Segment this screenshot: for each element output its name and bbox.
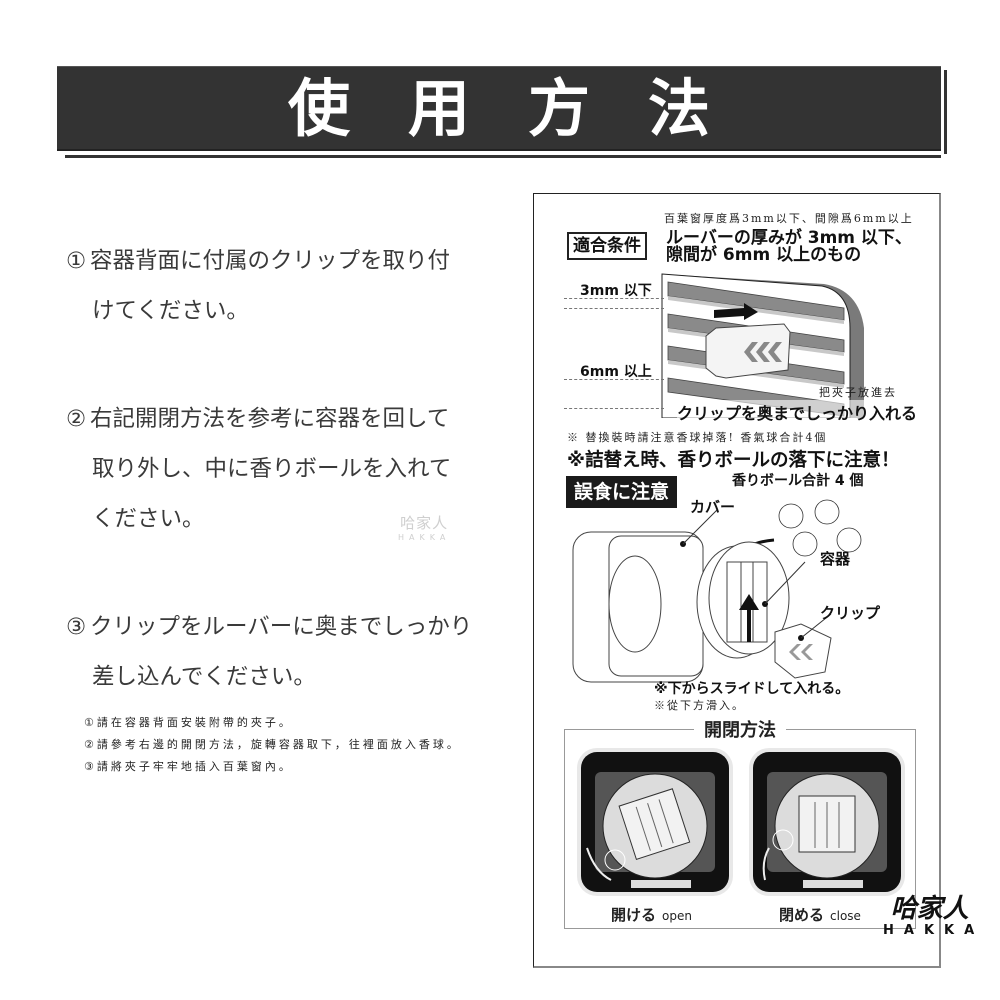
- open-label-jp: 開ける: [611, 906, 657, 924]
- slide-note-jp: ※下からスライドして入れる。: [654, 681, 850, 697]
- cover-label: カバー: [690, 498, 736, 516]
- step-text: けてください。: [92, 298, 249, 324]
- logo-latin: HAKKA: [883, 923, 985, 938]
- compat-text-2: 隙間が 6mm 以上のもの: [666, 245, 862, 265]
- banner-side-rule: [944, 70, 947, 154]
- step-number: ③: [66, 614, 87, 640]
- step-text: クリップをルーバーに奥までしっかり: [90, 614, 473, 640]
- open-close-title: 開閉方法: [694, 720, 786, 741]
- compat-text-1: ルーバーの厚みが 3mm 以下、: [666, 228, 912, 248]
- close-caption: 閉める close: [779, 904, 861, 925]
- clip-label: クリップ: [820, 604, 881, 622]
- open-close-section: 開閉方法 開ける open 閉める: [564, 720, 916, 929]
- insert-note-jp: クリップを奥までしっかり入れる: [677, 400, 918, 424]
- note-2: ②請參考右邊的開閉方法，旋轉容器取下，往裡面放入香球。: [84, 738, 461, 751]
- open-diagram: [581, 752, 729, 892]
- compat-note-zh: 百葉窗厚度爲3mm以下、間隙爲6mm以上: [664, 212, 914, 225]
- insert-note-zh: 把夾子放進去: [819, 386, 897, 399]
- watermark: 哈家人 HAKKA: [398, 512, 450, 542]
- title-banner: 使用方法: [57, 66, 941, 151]
- knob-open-illustration: [586, 772, 715, 888]
- step-text: 容器背面に付属のクリップを取り付: [90, 248, 451, 274]
- step-number: ①: [66, 248, 87, 274]
- dim-line: [564, 308, 664, 309]
- refill-warning-jp: ※詰替え時、香りボールの落下に注意！: [567, 450, 900, 471]
- instruction-panel: 百葉窗厚度爲3mm以下、間隙爲6mm以上 適合条件 ルーバーの厚みが 3mm 以…: [533, 193, 941, 968]
- close-label-en: close: [830, 909, 861, 923]
- watermark-latin: HAKKA: [398, 533, 451, 542]
- step-text: 右記開閉方法を参考に容器を回して: [90, 406, 450, 432]
- container-illustration: [572, 499, 862, 683]
- logo-kanji: 哈家人: [890, 894, 969, 924]
- chinese-notes: ①請在容器背面安裝附帶的夾子。 ②請參考右邊的開閉方法，旋轉容器取下，往裡面放入…: [84, 712, 461, 778]
- page-title: 使用方法: [287, 72, 768, 145]
- step-text: 差し込んでください。: [92, 664, 316, 690]
- refill-note-zh: ※ 替換裝時請注意香球掉落! 香氣球合計4個: [567, 431, 828, 444]
- vent-illustration: [661, 273, 864, 418]
- brand-logo: 哈家人 HAKKA: [875, 895, 984, 938]
- open-close-title-wrap: 開閉方法: [565, 716, 915, 742]
- close-diagram: [753, 752, 901, 892]
- balls-count: 香りボール合計 4 個: [732, 473, 864, 489]
- open-label-en: open: [662, 909, 692, 923]
- slide-note-zh: ※從下方滑入。: [654, 699, 745, 712]
- watermark-kanji: 哈家人: [400, 514, 449, 532]
- step-text: ください。: [92, 506, 205, 532]
- container-label: 容器: [820, 550, 851, 568]
- swallow-warning-badge: 誤食に注意: [566, 476, 678, 508]
- banner-underline: [65, 155, 941, 158]
- dim-thickness-label: 3mm 以下: [580, 283, 652, 299]
- dim-line: [564, 379, 664, 380]
- dim-gap-label: 6mm 以上: [580, 364, 652, 380]
- open-caption: 開ける open: [611, 904, 692, 925]
- compat-badge: 適合条件: [567, 232, 647, 260]
- dim-line: [564, 298, 664, 299]
- note-3: ③請將夾子牢牢地插入百葉窗內。: [84, 760, 293, 773]
- close-label-jp: 閉める: [779, 906, 825, 924]
- note-1: ①請在容器背面安裝附帶的夾子。: [84, 716, 293, 729]
- dim-line: [564, 408, 664, 409]
- step-text: 取り外し、中に香りボールを入れて: [92, 456, 452, 482]
- step-number: ②: [66, 406, 87, 432]
- knob-close-illustration: [762, 772, 887, 888]
